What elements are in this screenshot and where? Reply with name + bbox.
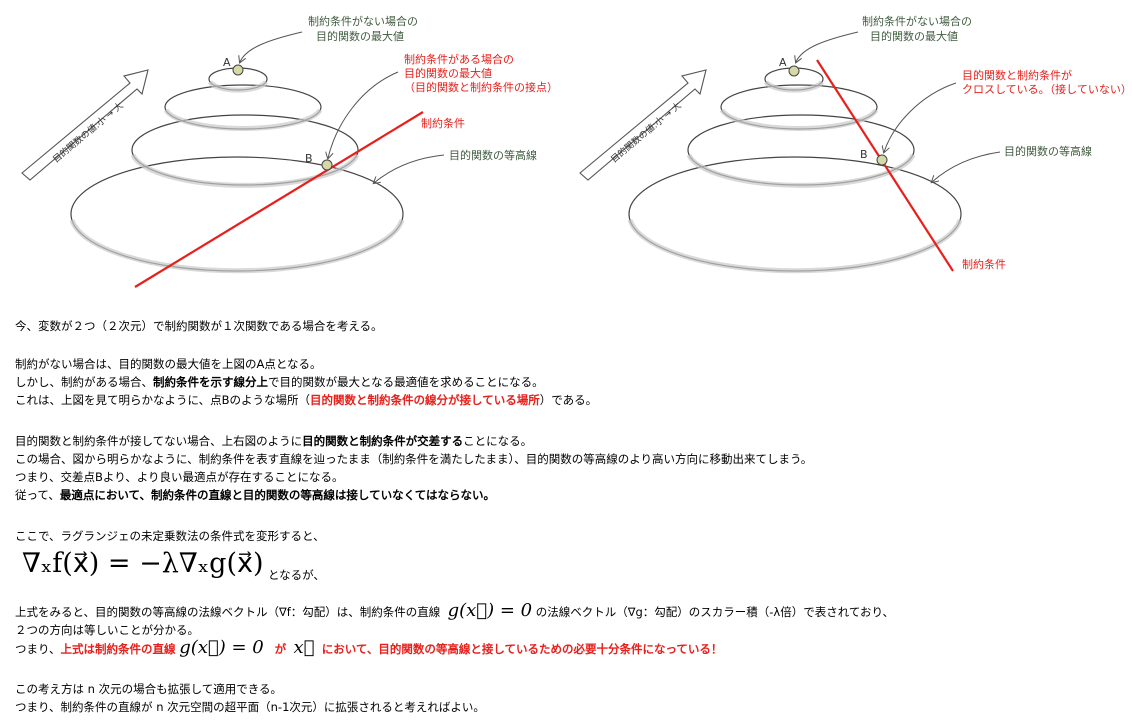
value-direction-arrow: 目的関数の値:小 → 大 [579, 69, 707, 181]
label-crossing: 目的関数と制約条件が クロスしている。（接していない） [962, 68, 1132, 96]
arrow-label: 目的関数の値:小 → 大 [50, 99, 125, 165]
text-line: この考え方は n 次元の場合も拡張して適用できる。 [15, 682, 283, 696]
point-a [788, 65, 800, 77]
paragraph-5: 上式をみると、目的関数の等高線の法線ベクトル（∇f：勾配）は、制約条件の直線 g… [15, 602, 894, 658]
text-line: つまり、制約条件の直線が n 次元空間の超平面（n-1次元）に拡張されると考えれ… [15, 700, 485, 714]
point-a [232, 64, 244, 76]
paragraph-6: この考え方は n 次元の場合も拡張して適用できる。 つまり、制約条件の直線が n… [15, 680, 485, 716]
constraint-equation: g(x⃗) = 0 [179, 637, 264, 658]
text-line: ２つの方向は等しいことが分かる。 [15, 623, 199, 637]
lagrange-equation: ∇ₓf(x⃗) = −λ∇ₓg(x⃗) [22, 548, 264, 579]
callout-arrow-b [884, 82, 957, 152]
point-b [321, 159, 333, 171]
label-max-unconstrained: 制約条件がない場合の 目的関数の最大値 [862, 14, 976, 43]
paragraph-4: ここで、ラグランジェの未定乗数法の条件式を変形すると、 [15, 529, 325, 543]
callout-arrow-b [328, 71, 399, 158]
left-contour-shading [69, 80, 405, 274]
label-constraint: 制約条件 [962, 257, 1006, 271]
label-max-unconstrained: 制約条件がない場合の 目的関数の最大値 [308, 14, 422, 43]
paragraph-1: 今、変数が２つ（２次元）で制約関数が１次関数である場合を考える。 [15, 317, 383, 335]
paragraph-3: 目的関数と制約条件が接してない場合、上右図のように目的関数と制約条件が交差するこ… [15, 432, 812, 504]
value-direction-arrow: 目的関数の値:小 → 大 [21, 69, 149, 181]
paragraph-2: 制約がない場合は、目的関数の最大値を上図のA点となる。 しかし、制約がある場合、… [15, 355, 597, 409]
point-a-label: A [779, 56, 787, 69]
label-contour: 目的関数の等高線 [1004, 144, 1092, 158]
text-line: この場合、図から明らかなように、制約条件を表す直線を辿ったまま（制約条件を満たし… [15, 452, 813, 466]
callout-arrow-contour [374, 154, 445, 183]
x-vector: x⃗ [293, 637, 315, 658]
label-max-constrained: 制約条件がある場合の 目的関数の最大値 （目的関数と制約条件の接点） [404, 52, 558, 94]
constraint-equation: g(x⃗) = 0 [447, 600, 533, 621]
eq-trailing-text: となるが、 [268, 568, 325, 582]
text-line: 上式をみると、目的関数の等高線の法線ベクトル（∇f：勾配）は、制約条件の直線 g… [15, 600, 895, 621]
point-b [876, 154, 888, 166]
left-diagram: 目的関数の値:小 → 大 A B 制約条件がない場合の 目的関数の最大値 制約条… [21, 14, 558, 288]
text-line: しかし、制約がある場合、制約条件を示す線分上で目的関数が最大となる最適値を求める… [15, 375, 544, 389]
point-a-label: A [223, 56, 231, 69]
right-diagram: 目的関数の値:小 → 大 A B 制約条件がない場合の 目的関数の最大値 目的関… [579, 14, 1132, 274]
arrow-label: 目的関数の値:小 → 大 [608, 99, 683, 165]
text-line: 制約がない場合は、目的関数の最大値を上図のA点となる。 [15, 357, 322, 371]
label-contour: 目的関数の等高線 [449, 148, 537, 162]
lagrange-diagram: 目的関数の値:小 → 大 A B 制約条件がない場合の 目的関数の最大値 制約条… [21, 14, 1132, 288]
text-line: 今、変数が２つ（２次元）で制約関数が１次関数である場合を考える。 [15, 319, 383, 333]
text-line: つまり、交差点Bより、より良い最適点が存在することになる。 [15, 470, 344, 484]
point-b-label: B [860, 148, 868, 161]
right-constraint-line [816, 59, 954, 272]
text-line: 目的関数と制約条件が接してない場合、上右図のように目的関数と制約条件が交差するこ… [15, 434, 533, 448]
text-line: これは、上図を見て明らかなように、点Bのような場所（目的関数と制約条件の線分が接… [15, 393, 598, 407]
text-line: つまり、上式は制約条件の直線 g(x⃗) = 0 が x⃗ において、目的関数の… [15, 637, 723, 658]
point-b-label: B [305, 152, 313, 165]
text-line: 従って、最適点において、制約条件の直線と目的関数の等高線は接していなくてはならな… [15, 488, 496, 502]
callout-arrow-contour [932, 151, 1001, 182]
callout-arrow-a [796, 31, 859, 62]
callout-arrow-a [240, 31, 303, 62]
label-constraint: 制約条件 [421, 116, 465, 130]
left-constraint-line [134, 111, 424, 288]
